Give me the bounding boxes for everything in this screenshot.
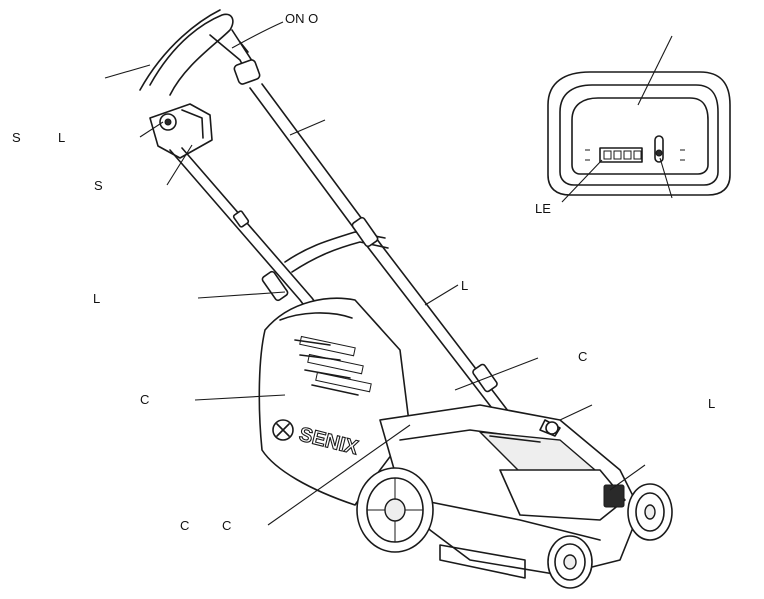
handle-tubes — [169, 83, 516, 471]
label-c-left: C — [140, 392, 150, 407]
wheel-rear-left — [356, 467, 434, 553]
wheel-front-right — [627, 483, 673, 541]
wheel-front-left — [547, 535, 593, 589]
label-c-bottom-1: C — [180, 518, 190, 533]
safety-switch-box — [149, 103, 213, 159]
grass-catcher — [258, 297, 411, 506]
label-s-lower: S — [94, 178, 103, 193]
label-le: LE — [535, 201, 551, 216]
label-c-right: C — [578, 349, 588, 364]
label-l-left: L — [93, 291, 101, 306]
label-l-handle: L — [461, 278, 469, 293]
label-l-upper: L — [58, 130, 66, 145]
battery-inset — [547, 71, 731, 196]
upper-handle — [139, 9, 261, 96]
mower-deck — [379, 404, 641, 579]
label-c-bottom-2: C — [222, 518, 232, 533]
leader-lines — [104, 21, 673, 526]
label-l-far-right: L — [708, 396, 716, 411]
label-s-upper: S — [12, 130, 21, 145]
label-on-off: ON O — [285, 11, 319, 26]
